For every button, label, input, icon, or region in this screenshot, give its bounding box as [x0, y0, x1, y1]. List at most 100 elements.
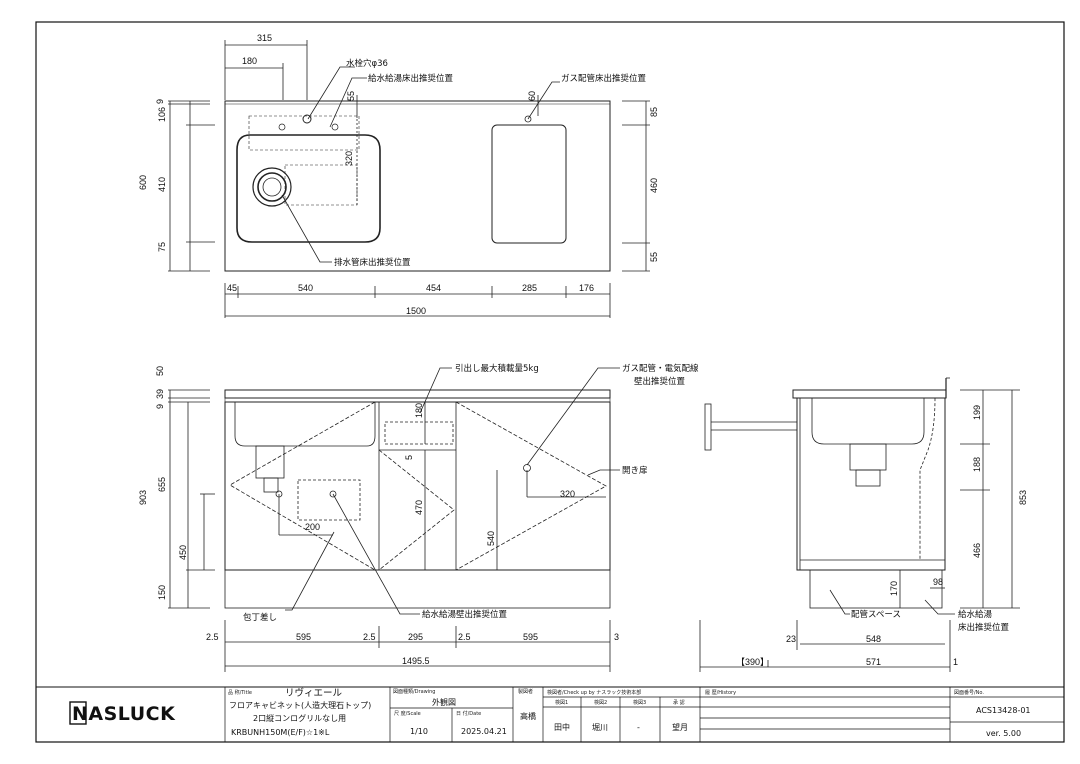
tb-check-val-1: 田中 — [554, 722, 570, 732]
plan-drain — [252, 167, 292, 207]
tb-check-head: 検図者/Check up by ナスラック技術本部 — [547, 689, 641, 696]
label-gas-elec-2: 壁出推奨位置 — [634, 376, 686, 387]
dim-1: 1 — [953, 657, 958, 667]
tb-check-val-3: - — [637, 723, 640, 732]
dim-176: 176 — [579, 283, 594, 293]
dim-466: 466 — [972, 543, 982, 558]
label-faucet-hole: 水栓穴φ36 — [346, 58, 388, 69]
dim-188: 188 — [972, 457, 982, 472]
tb-title-1: リヴィエール — [285, 687, 343, 699]
tb-ver-val: ver. 5.00 — [986, 729, 1021, 738]
side-wall-pipe — [704, 403, 712, 451]
front-view — [168, 367, 620, 672]
dim-410: 410 — [157, 177, 167, 192]
dim-9: 9 — [155, 99, 165, 104]
dim-60: 60 — [527, 91, 537, 101]
dim-180: 180 — [242, 56, 257, 66]
dim-2-5-b: 2.5 — [363, 632, 376, 642]
side-cabinet-body — [796, 397, 946, 571]
dim-470: 470 — [414, 500, 424, 515]
front-dimensions: 50 39 9 903 655 450 150 180 5 470 540 20… — [138, 363, 699, 666]
dim-9-front: 9 — [155, 404, 165, 409]
tb-check-col-2: 検図2 — [594, 699, 607, 706]
tb-date-val: 2025.04.21 — [461, 727, 507, 736]
plan-countertop — [224, 100, 611, 272]
label-pipe-space: 配管スペース — [851, 609, 901, 620]
tb-drawing-val: 外観図 — [432, 697, 456, 707]
tb-drawn-head: 製図者 — [518, 688, 533, 695]
tb-check-col-3: 検図3 — [633, 699, 646, 706]
dim-85: 85 — [649, 107, 659, 117]
dim-200: 200 — [305, 522, 320, 532]
dim-320-front: 320 — [560, 489, 575, 499]
dim-55-bottom: 55 — [649, 252, 659, 262]
label-drain-floor: 排水管床出推奨位置 — [334, 257, 411, 268]
plan-dimensions: 315 180 9 106 600 410 75 55 320 60 85 46… — [138, 33, 659, 316]
dim-5: 5 — [404, 455, 414, 460]
dim-548: 548 — [866, 634, 881, 644]
dim-199: 199 — [972, 405, 982, 420]
plan-sink-bowl — [236, 134, 381, 243]
label-water-side-2: 床出推奨位置 — [958, 622, 1010, 633]
label-water-side-1: 給水給湯 — [958, 609, 993, 620]
dim-2-5-c: 2.5 — [458, 632, 471, 642]
tb-scale-head: 尺 度/Scale — [394, 710, 421, 717]
tb-no-head: 図面番号/No. — [954, 689, 984, 696]
tb-check-val-4: 望月 — [672, 722, 688, 732]
tb-title-4: KRBUNH150M(E/F)☆1※L — [231, 728, 330, 737]
dim-1500: 1500 — [406, 306, 426, 316]
dim-180-front: 180 — [414, 403, 424, 418]
label-drawer-load: 引出し最大積載量5kg — [455, 363, 539, 374]
sheet-border — [35, 21, 1065, 743]
side-dimensions: 199 188 853 466 170 98 23 548 【390】 571 … — [736, 405, 1028, 667]
dim-460: 460 — [649, 178, 659, 193]
label-water-wall: 給水給湯壁出推奨位置 — [422, 609, 508, 620]
label-swing-door: 開き扉 — [622, 465, 648, 476]
side-view — [699, 377, 1020, 672]
front-plinth — [224, 569, 611, 609]
title-block — [36, 686, 1064, 742]
dim-540-front: 540 — [486, 531, 496, 546]
dim-315: 315 — [257, 33, 272, 43]
dim-320-plan: 320 — [344, 151, 354, 166]
dim-571: 571 — [866, 657, 881, 667]
label-knife-holder: 包丁差し — [243, 612, 277, 623]
tb-drawing-head: 図面種類/Drawing — [393, 688, 435, 695]
dim-655: 655 — [157, 477, 167, 492]
dim-23: 23 — [786, 634, 796, 644]
front-countertop — [224, 389, 611, 399]
dim-75: 75 — [157, 242, 167, 252]
tb-scale-val: 1/10 — [410, 727, 428, 736]
tb-check-col-1: 検図1 — [555, 699, 568, 706]
dim-285: 285 — [522, 283, 537, 293]
tb-check-col-4: 承 認 — [673, 699, 685, 706]
dim-39: 39 — [155, 389, 165, 399]
dim-2-5-a: 2.5 — [206, 632, 219, 642]
dim-390: 【390】 — [736, 657, 769, 667]
dim-1495-5: 1495.5 — [402, 656, 430, 666]
dim-295: 295 — [408, 632, 423, 642]
tb-date-head: 日 付/Date — [456, 710, 481, 717]
dim-853: 853 — [1018, 490, 1028, 505]
dim-55-top: 55 — [346, 91, 356, 101]
tb-drawn-val: 高橋 — [520, 711, 536, 721]
tb-title-2: フロアキャビネット(人造大理石トップ) — [229, 700, 371, 710]
tb-title-head: 品 称/Title — [228, 689, 252, 696]
label-gas-floor: ガス配管床出推奨位置 — [561, 73, 647, 84]
dim-170: 170 — [889, 581, 899, 596]
label-gas-elec-1: ガス配管・電気配線 — [622, 363, 699, 374]
dim-450: 450 — [178, 545, 188, 560]
dim-50: 50 — [155, 366, 165, 376]
side-plinth — [809, 569, 943, 609]
brand-logo-mark — [69, 701, 87, 725]
side-countertop — [792, 389, 947, 399]
tb-title-3: 2口縦コンログリルなし用 — [253, 713, 346, 723]
tb-history-head: 履 歴/History — [705, 690, 736, 696]
faucet-hole — [302, 114, 312, 124]
dim-106: 106 — [157, 107, 167, 122]
tb-no-val: ACS13428-01 — [976, 706, 1031, 715]
tb-check-val-2: 堀川 — [592, 723, 608, 732]
brand-logo: NASLUCK — [72, 703, 176, 725]
plan-gas-box — [491, 124, 567, 244]
